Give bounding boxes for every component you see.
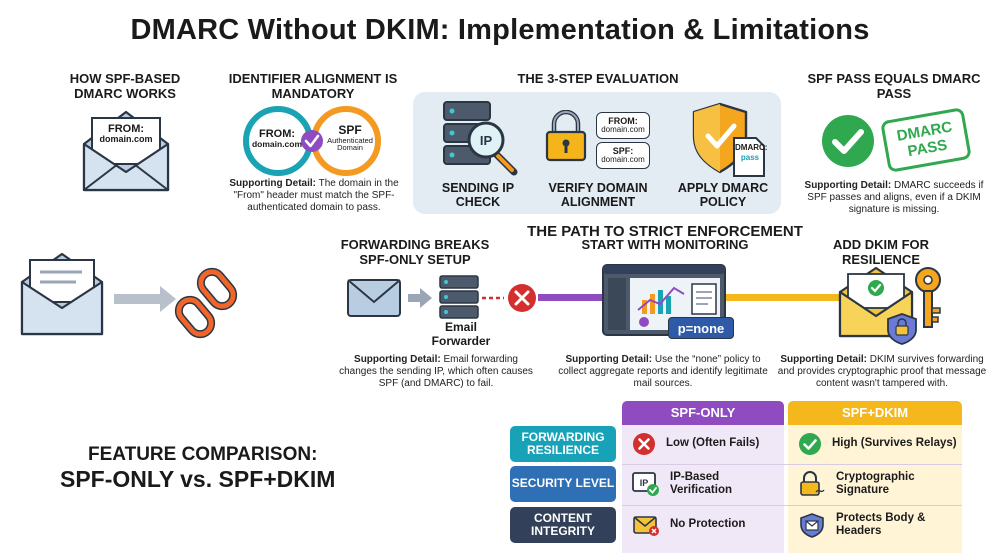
- server-search-icon: [443, 101, 518, 176]
- path-heading: THE PATH TO STRICT ENFORCEMENT: [527, 223, 803, 240]
- row-label-integrity: CONTENT INTEGRITY: [510, 507, 616, 543]
- dkim-detail-label: Supporting Detail:: [780, 354, 867, 365]
- envelope-domain: domain.com: [99, 134, 153, 145]
- alignment-from-domain: domain.com: [251, 139, 303, 150]
- envelope-key-lock-icon: [838, 266, 941, 345]
- envelope-warning-icon: [633, 516, 659, 536]
- integrity-spf-only-value: No Protection: [670, 518, 746, 531]
- doc-value: pass: [740, 152, 760, 162]
- tag-from-label: FROM:: [608, 116, 638, 126]
- monitoring-heading: START WITH MONITORING: [581, 237, 749, 252]
- security-spf-dkim-value: Cryptographic Signature: [836, 470, 915, 496]
- integrity-spf-dkim-value: Protects Body & Headers: [836, 511, 926, 537]
- padlock-icon: [545, 110, 587, 162]
- monitoring-detail-text: Use the “none” policy to collect aggrega…: [558, 354, 768, 390]
- spf-pass-heading: SPF PASS EQUALS DMARC PASS: [807, 71, 981, 101]
- spf-pass-detail-text: DMARC succeeds if SPF passes and aligns,…: [807, 180, 984, 216]
- cell-security-spf-only: IP IP-Based Verification: [622, 466, 784, 502]
- row-label-security: SECURITY LEVEL: [510, 466, 616, 502]
- forwarding-detail-label: Supporting Detail:: [354, 354, 441, 365]
- forwarding-spf-dkim-value: High (Survives Relays): [832, 437, 957, 450]
- row-divider-1: [622, 464, 962, 465]
- ip-check-icon: IP: [632, 472, 659, 496]
- step-1-label: SENDING IP CHECK: [441, 181, 515, 210]
- alignment-from-text: FROM: domain.com: [246, 128, 308, 149]
- svg-text:IP: IP: [640, 478, 649, 488]
- tag-spf: SPF: domain.com: [596, 142, 650, 170]
- spf-pass-detail: Supporting Detail: DMARC succeeds if SPF…: [800, 180, 988, 217]
- tag-spf-domain: domain.com: [601, 155, 645, 165]
- alignment-from-label: FROM:: [258, 128, 296, 140]
- envelope-broken-chain-icon: [20, 252, 238, 339]
- envelope-from-icon: [82, 110, 170, 192]
- check-circle-icon: [822, 115, 874, 167]
- comparison-heading: FEATURE COMPARISON: SPF-ONLY vs. SPF+DKI…: [60, 444, 420, 493]
- alignment-detail-text: The domain in the "From" header must mat…: [233, 178, 399, 214]
- row-divider-2: [622, 505, 962, 506]
- security-spf-only-value: IP-Based Verification: [670, 470, 732, 496]
- policy-badge: p=none: [668, 317, 734, 339]
- path-line-purple: [538, 294, 602, 301]
- dkim-heading: ADD DKIM FOR RESILIENCE: [832, 237, 930, 267]
- page-title: DMARC Without DKIM: Implementation & Lim…: [130, 14, 870, 46]
- monitoring-detail-label: Supporting Detail:: [565, 354, 653, 365]
- cell-forwarding-spf-dkim: High (Survives Relays): [788, 426, 962, 462]
- spf-pass-detail-label: Supporting Detail:: [804, 180, 892, 191]
- step-3-label: APPLY DMARC POLICY: [677, 181, 769, 210]
- alignment-detail-label: Supporting Detail:: [229, 178, 316, 189]
- spf-based-heading: HOW SPF-BASED DMARC WORKS: [69, 71, 181, 101]
- dkim-detail-text: DKIM survives forwarding and provides cr…: [777, 354, 987, 390]
- comparison-heading-line1: FEATURE COMPARISON:: [88, 444, 318, 465]
- doc-label: DMARC:: [735, 143, 768, 152]
- alignment-spf-text: SPF Authenticated Domain: [320, 124, 380, 152]
- check-circle-icon: [799, 433, 821, 455]
- evaluation-heading: THE 3-STEP EVALUATION: [517, 71, 679, 86]
- tag-from-domain: domain.com: [601, 125, 645, 135]
- forwarding-spf-only-value: Low (Often Fails): [666, 437, 760, 450]
- forwarding-detail-text: Email forwarding changes the sending IP,…: [339, 354, 533, 390]
- dmarc-pass-stamp: DMARC PASS: [880, 107, 972, 173]
- alignment-heading: IDENTIFIER ALIGNMENT IS MANDATORY: [228, 71, 398, 101]
- step-2-label: VERIFY DOMAIN ALIGNMENT: [548, 181, 648, 210]
- row-label-forwarding: FORWARDING RESILIENCE: [510, 426, 616, 462]
- dkim-detail: Supporting Detail: DKIM survives forward…: [774, 354, 990, 391]
- comparison-heading-line2: SPF-ONLY vs. SPF+DKIM: [60, 466, 336, 492]
- lock-signature-icon: [800, 471, 825, 496]
- cell-security-spf-dkim: Cryptographic Signature: [788, 466, 962, 502]
- forwarding-detail: Supporting Detail: Email forwarding chan…: [338, 354, 534, 391]
- column-spf-dkim: SPF+DKIM: [788, 401, 962, 425]
- monitoring-detail: Supporting Detail: Use the “none” policy…: [556, 354, 770, 391]
- forwarding-flow-icon: [347, 275, 536, 319]
- x-circle-icon: [633, 433, 655, 455]
- forwarding-heading: FORWARDING BREAKS SPF-ONLY SETUP: [340, 237, 490, 267]
- alignment-spf-sub: Authenticated Domain: [327, 135, 373, 153]
- alignment-spf-label: SPF: [338, 123, 362, 137]
- shield-check-icon: [692, 102, 765, 177]
- cell-integrity-spf-dkim: Protects Body & Headers: [788, 507, 962, 543]
- alignment-detail: Supporting Detail: The domain in the "Fr…: [228, 178, 400, 215]
- shield-envelope-icon: [800, 513, 824, 538]
- cell-forwarding-spf-only: Low (Often Fails): [622, 426, 784, 462]
- tag-from: FROM: domain.com: [596, 112, 650, 140]
- ip-label: IP: [479, 133, 493, 148]
- envelope-from-text: FROM: domain.com: [92, 123, 160, 145]
- column-spf-only: SPF-ONLY: [622, 401, 784, 425]
- tag-spf-label: SPF:: [612, 146, 634, 156]
- envelope-from-label: FROM:: [107, 123, 145, 135]
- dmarc-doc-text: DMARC: pass: [735, 143, 768, 162]
- path-line-yellow: [724, 294, 842, 301]
- forwarder-label: Email Forwarder: [431, 320, 491, 348]
- cell-integrity-spf-only: No Protection: [622, 507, 784, 543]
- alignment-venn-diagram: [243, 106, 381, 176]
